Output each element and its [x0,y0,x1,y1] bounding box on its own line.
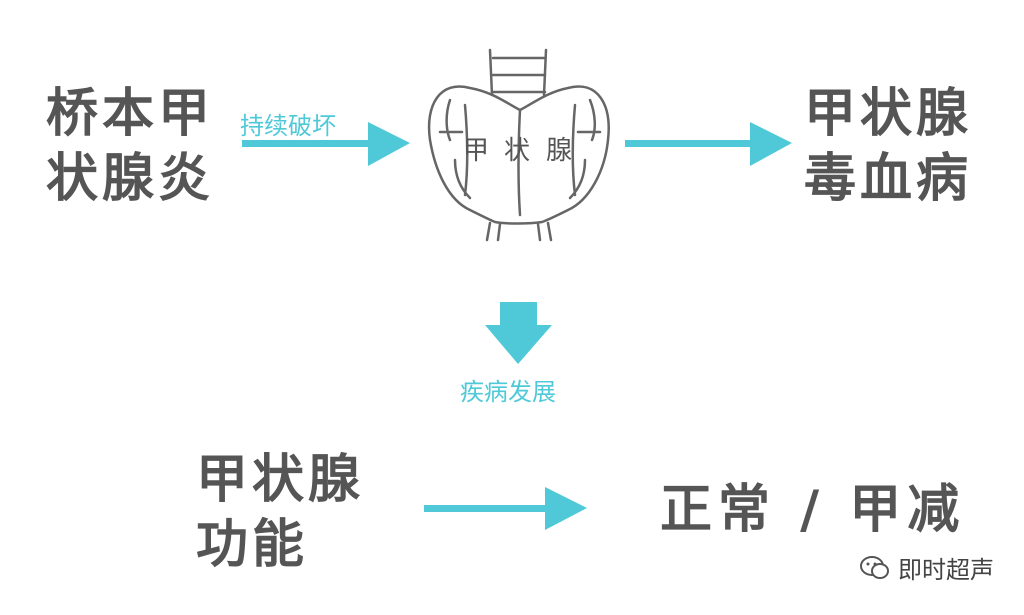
result-node-line1: 甲状腺 [804,84,973,144]
source-node-hashimoto: 桥本甲 状腺炎 [46,82,214,212]
arrow-disease-progression [485,302,552,364]
function-node: 甲状腺 功能 [196,448,364,578]
function-node-line1: 甲状腺 [196,450,365,510]
watermark: 即时超声 [860,550,994,585]
function-node-line2: 功能 [196,515,309,575]
arrow-to-outcome [424,487,587,530]
result-node-line2: 毒血病 [804,149,973,209]
result-node-thyrotoxicosis: 甲状腺 毒血病 [804,82,972,212]
source-node-line2: 状腺炎 [46,149,215,209]
gland-char-3: 腺 [546,136,573,166]
arrow-to-result [625,122,792,166]
wechat-icon [860,555,889,579]
label-disease-progression: 疾病发展 [460,378,556,406]
label-persistent-damage: 持续破坏 [240,112,336,140]
thyroid-gland-illustration [427,48,610,242]
gland-char-1: 甲 [463,136,490,166]
arrow-persistent-damage [242,122,410,166]
watermark-text: 即时超声 [898,556,994,584]
gland-char-2: 状 [504,136,531,166]
outcome-node: 正常 / 甲减 [660,480,966,540]
source-node-line1: 桥本甲 [46,84,215,144]
